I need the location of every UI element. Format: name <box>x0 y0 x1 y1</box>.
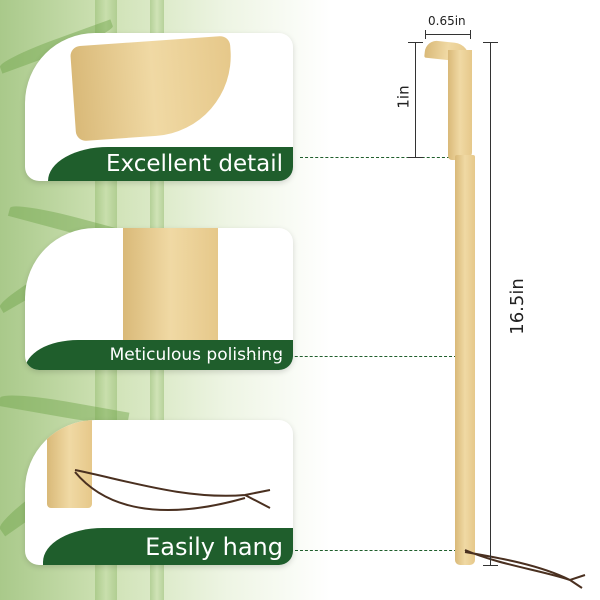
guide-line <box>245 356 457 357</box>
feature-card-detail: Excellent detail <box>25 33 293 181</box>
width-label: 0.65in <box>428 14 466 28</box>
cord-image <box>74 469 271 512</box>
guide-line <box>300 157 450 158</box>
feature-label-text: Meticulous polishing <box>109 345 283 365</box>
dimension-line <box>490 42 491 565</box>
dimension-tick <box>408 157 423 158</box>
head-length-label: 1in <box>394 85 413 109</box>
feature-label-text: Excellent detail <box>105 151 283 177</box>
feature-card-polishing: Meticulous polishing <box>25 228 293 370</box>
hanging-cord <box>464 549 586 589</box>
guide-line <box>295 550 457 551</box>
dimension-line <box>425 34 470 35</box>
scratcher-handle <box>455 155 475 565</box>
handle-end-image <box>47 420 92 508</box>
scratcher-neck <box>448 50 472 160</box>
dimension-line <box>415 42 416 157</box>
feature-card-hang: Easily hang <box>25 420 293 565</box>
dimension-tick <box>408 42 423 43</box>
feature-label: Easily hang <box>43 528 293 565</box>
scratcher-head-image <box>69 35 237 142</box>
dimension-tick <box>470 30 471 39</box>
feature-label: Meticulous polishing <box>25 340 293 370</box>
total-length-label: 16.5in <box>506 275 528 338</box>
dimension-tick <box>483 42 498 43</box>
bamboo-surface-image <box>123 228 218 343</box>
feature-label: Excellent detail <box>48 147 293 181</box>
feature-label-text: Easily hang <box>145 532 283 561</box>
dimension-tick <box>483 565 498 566</box>
dimension-tick <box>425 30 426 39</box>
